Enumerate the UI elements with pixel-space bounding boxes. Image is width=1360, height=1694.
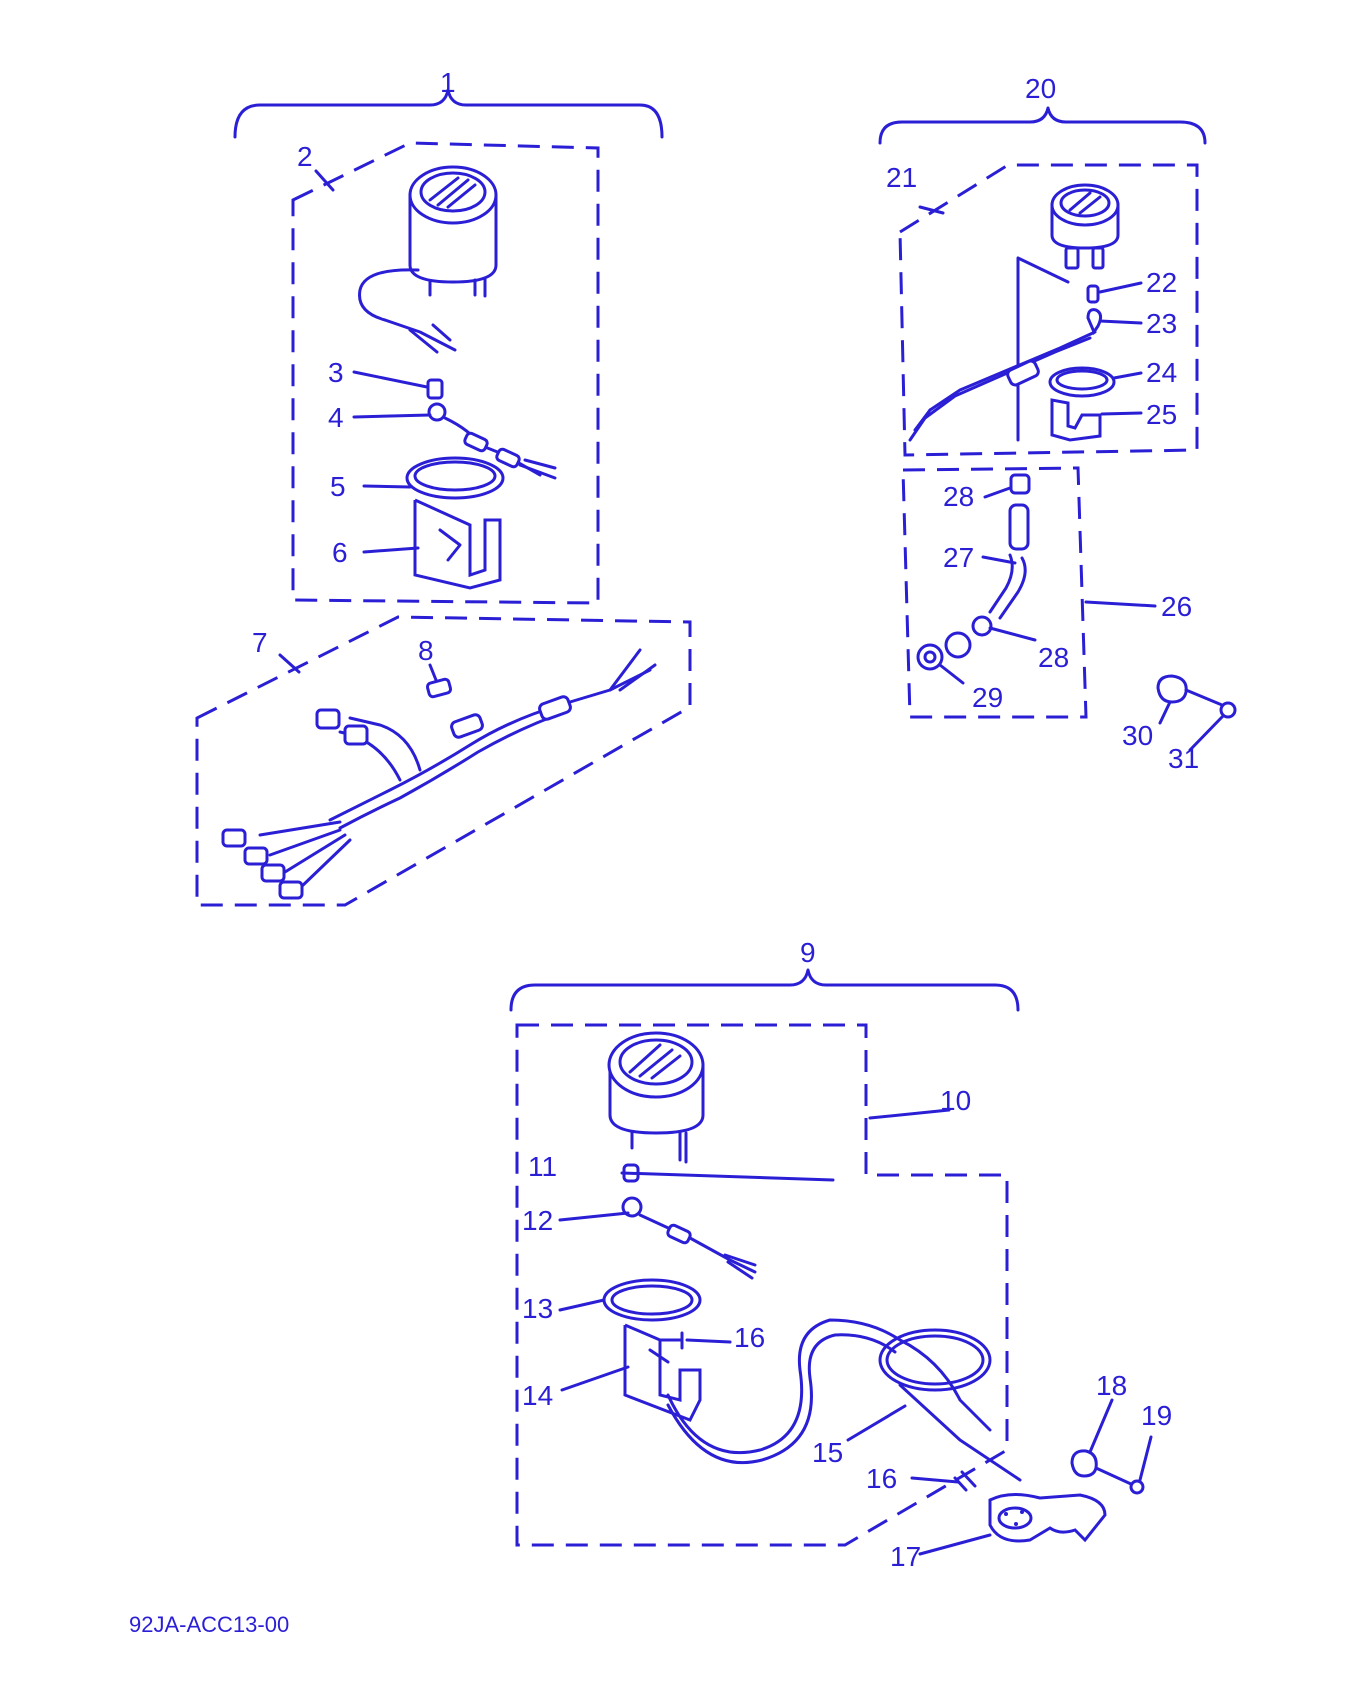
label-26: 26 xyxy=(1161,591,1192,622)
label-27: 27 xyxy=(943,542,974,573)
gauge-21 xyxy=(1050,183,1120,270)
tube-27a xyxy=(1008,503,1030,551)
label-16-bottom: 16 xyxy=(866,1463,897,1494)
part-18 xyxy=(1070,1449,1098,1478)
label-18: 18 xyxy=(1096,1370,1127,1401)
part-19 xyxy=(1129,1479,1145,1495)
assembly-20 xyxy=(878,106,1207,457)
label-10: 10 xyxy=(940,1085,971,1116)
harness-main xyxy=(328,668,652,822)
part-8 xyxy=(425,677,453,699)
part-22 xyxy=(1086,284,1100,304)
coil-15 xyxy=(878,1328,992,1392)
label-4: 4 xyxy=(328,402,344,433)
bracket-14 xyxy=(623,1323,702,1422)
leader-lines xyxy=(278,169,1225,1556)
part-4 xyxy=(427,402,557,480)
label-28-top: 28 xyxy=(943,481,974,512)
sensor-17 xyxy=(988,1493,1107,1543)
label-3: 3 xyxy=(328,357,344,388)
label-8: 8 xyxy=(418,635,434,666)
label-13: 13 xyxy=(522,1293,553,1324)
label-12: 12 xyxy=(522,1205,553,1236)
label-21: 21 xyxy=(886,162,917,193)
assembly-9 xyxy=(509,968,1145,1547)
assembly-7 xyxy=(195,615,692,907)
label-15: 15 xyxy=(812,1437,843,1468)
assembly-26 xyxy=(901,466,1088,719)
bracket-9 xyxy=(509,968,1020,1012)
label-29: 29 xyxy=(972,682,1003,713)
group-box-7 xyxy=(195,615,692,907)
label-28-bottom: 28 xyxy=(1038,642,1069,673)
label-30: 30 xyxy=(1122,720,1153,751)
label-9: 9 xyxy=(800,937,816,968)
label-20: 20 xyxy=(1025,73,1056,104)
label-2: 2 xyxy=(297,141,313,172)
label-17: 17 xyxy=(890,1541,921,1572)
part-23 xyxy=(1086,308,1103,336)
gauge-10 xyxy=(607,1031,705,1164)
label-16-top: 16 xyxy=(734,1322,765,1353)
drawing-code: 92JA-ACC13-00 xyxy=(129,1612,289,1637)
label-5: 5 xyxy=(330,471,346,502)
bracket-1 xyxy=(233,88,664,139)
label-7: 7 xyxy=(252,627,268,658)
callouts: 1 2 3 4 5 6 7 8 9 10 11 12 13 14 15 16 1… xyxy=(252,67,1199,1572)
part-28-bottom xyxy=(971,615,993,637)
ring-5 xyxy=(405,456,505,500)
label-14: 14 xyxy=(522,1380,553,1411)
label-11: 11 xyxy=(528,1151,557,1182)
group-box-21 xyxy=(898,163,1199,457)
label-25: 25 xyxy=(1146,399,1177,430)
ring-24 xyxy=(1048,366,1116,398)
hose-15 xyxy=(666,1318,992,1455)
label-1: 1 xyxy=(440,67,456,98)
label-19: 19 xyxy=(1141,1400,1172,1431)
label-23: 23 xyxy=(1146,308,1177,339)
group-box-2 xyxy=(291,141,600,605)
assembly-1 xyxy=(233,88,664,605)
group-box-26 xyxy=(901,466,1088,719)
part-3 xyxy=(426,378,444,400)
tube-27b xyxy=(998,556,1027,620)
label-31: 31 xyxy=(1168,743,1199,774)
label-24: 24 xyxy=(1146,357,1177,388)
gauge-2 xyxy=(408,165,498,298)
part-16-bottom xyxy=(953,1470,977,1492)
bracket-25 xyxy=(1050,398,1102,442)
part-30 xyxy=(1156,674,1188,704)
label-22: 22 xyxy=(1146,267,1177,298)
part-31 xyxy=(1219,701,1237,719)
group-box-10 xyxy=(515,1023,1009,1547)
lead-wire-2 xyxy=(358,268,457,352)
label-6: 6 xyxy=(332,537,348,568)
part-12 xyxy=(621,1196,757,1280)
bracket-20 xyxy=(878,106,1207,145)
bracket-6 xyxy=(413,498,502,590)
part-16-top xyxy=(658,1331,684,1350)
part-28-top xyxy=(1009,473,1031,495)
parts-30-31 xyxy=(1156,674,1237,719)
fitting-29 xyxy=(944,631,972,659)
